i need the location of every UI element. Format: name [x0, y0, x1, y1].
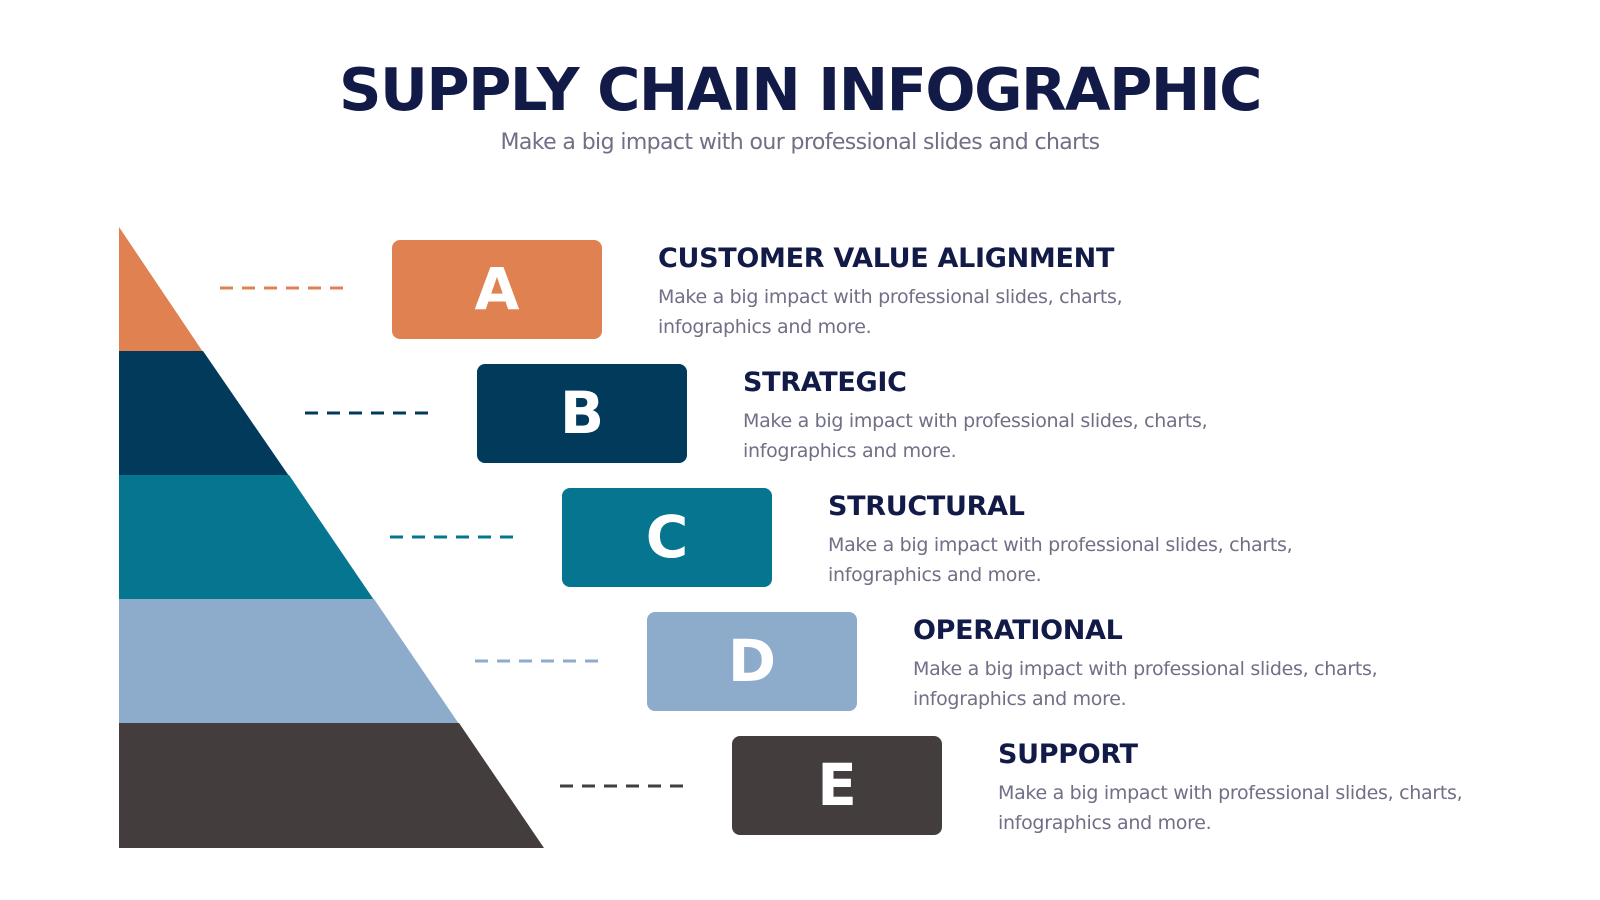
step-badge-d: D — [647, 612, 857, 711]
step-badge-b: B — [477, 364, 687, 463]
step-title-c: STRUCTURAL — [828, 491, 1025, 522]
step-badge-c: C — [562, 488, 772, 587]
page-title: SUPPLY CHAIN INFOGRAPHIC — [339, 55, 1262, 124]
pyramid-layer-b — [119, 351, 289, 476]
pyramid-layer-d — [119, 599, 459, 724]
step-badge-a: A — [392, 240, 602, 339]
step-badge-e: E — [732, 736, 942, 835]
step-title-a: CUSTOMER VALUE ALIGNMENT — [658, 243, 1115, 274]
step-title-e: SUPPORT — [998, 739, 1138, 770]
step-description-a: Make a big impact with professional slid… — [658, 286, 1123, 338]
pyramid-layer-a — [119, 227, 203, 352]
step-title-d: OPERATIONAL — [913, 615, 1123, 646]
step-description-c: Make a big impact with professional slid… — [828, 534, 1293, 586]
step-title-b: STRATEGIC — [743, 367, 907, 398]
step-description-e: Make a big impact with professional slid… — [998, 782, 1463, 834]
page-subtitle: Make a big impact with our professional … — [500, 130, 1100, 155]
pyramid-layer-c — [119, 475, 374, 600]
pyramid-layer-e — [119, 723, 544, 848]
step-description-b: Make a big impact with professional slid… — [743, 410, 1208, 462]
step-description-d: Make a big impact with professional slid… — [913, 658, 1378, 710]
